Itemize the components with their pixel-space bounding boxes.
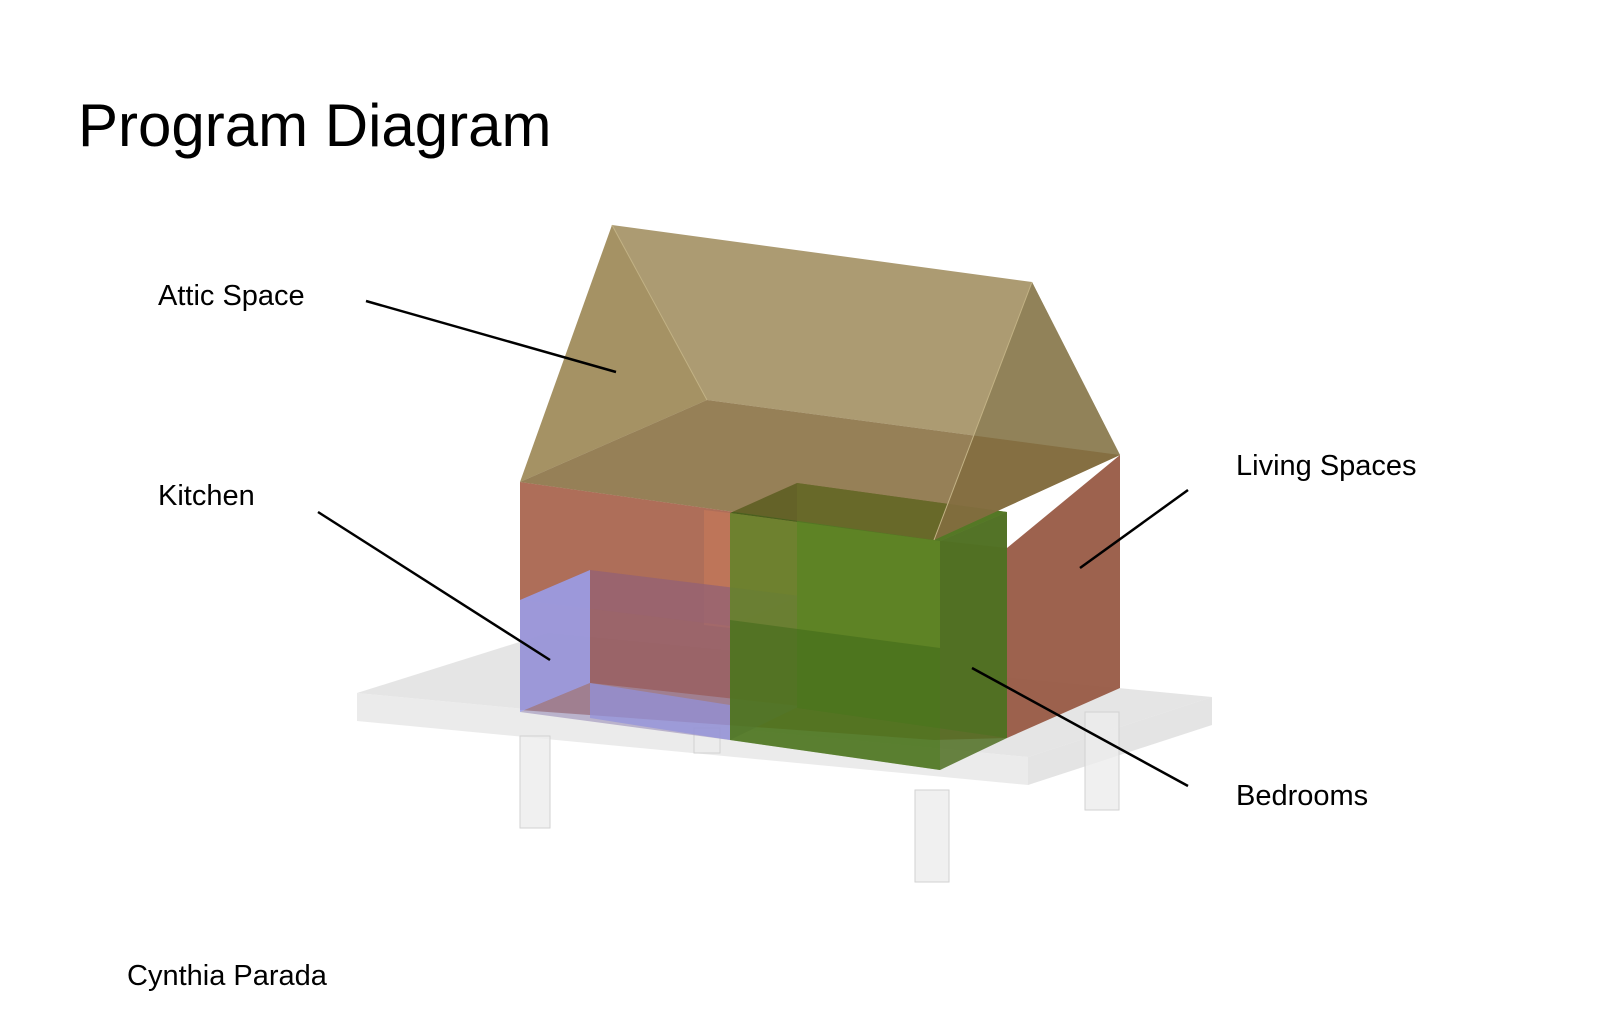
bedrooms-volume xyxy=(730,483,1007,770)
page-title: Program Diagram xyxy=(78,92,552,159)
kitchen-leader-line xyxy=(317,510,551,662)
bedrooms-label: Bedrooms xyxy=(1236,780,1369,812)
leader-lines xyxy=(317,299,1189,788)
living-leader-line xyxy=(1079,488,1189,570)
attic-leader-line xyxy=(365,299,617,374)
attic-space-label: Attic Space xyxy=(158,280,305,312)
kitchen-label: Kitchen xyxy=(158,480,255,512)
attic-volume xyxy=(520,224,1120,541)
living-spaces-label: Living Spaces xyxy=(1236,450,1417,482)
bedrooms-leader-line xyxy=(971,666,1189,788)
author-name: Cynthia Parada xyxy=(127,960,327,992)
